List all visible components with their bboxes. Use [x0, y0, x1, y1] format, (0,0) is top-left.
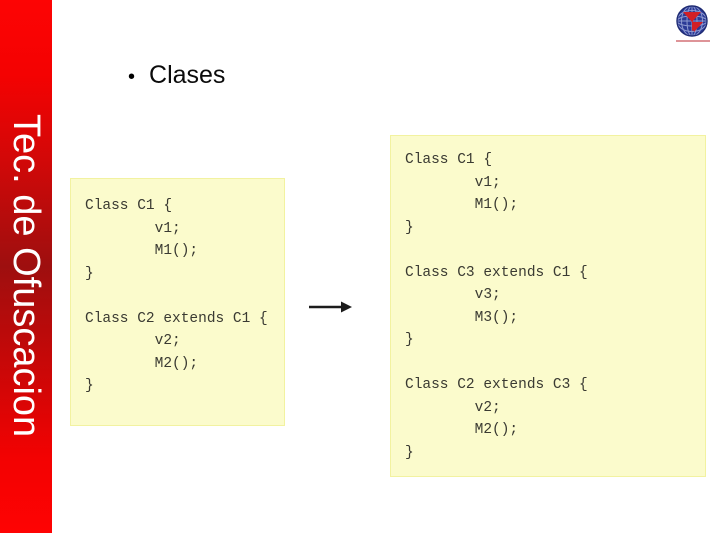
- code-line: v1;: [85, 220, 181, 237]
- slide-title: • Clases: [128, 60, 225, 90]
- bullet-glyph-icon: •: [128, 66, 136, 88]
- code-line: M2();: [405, 422, 519, 438]
- code-line: v1;: [405, 174, 501, 191]
- code-line: }: [405, 219, 414, 236]
- code-line: v2;: [405, 399, 501, 416]
- code-line: [405, 352, 705, 375]
- code-line: }: [405, 444, 414, 461]
- code-line: Class C2 extends C3 {: [405, 377, 588, 393]
- code-line: Class C2 extends C1 {: [85, 310, 268, 327]
- code-line: M3();: [405, 309, 519, 326]
- code-line: }: [85, 265, 94, 282]
- code-line: M1();: [85, 243, 199, 259]
- code-line: [85, 285, 284, 308]
- code-line: M1();: [405, 197, 519, 213]
- code-line: }: [405, 332, 414, 348]
- code-line: M2();: [85, 355, 199, 372]
- globe-logo-icon: [673, 2, 713, 44]
- code-line: Class C1 {: [85, 198, 173, 214]
- code-line: [405, 239, 705, 262]
- side-banner: Tec. de Ofuscacion: [0, 0, 52, 533]
- code-line: v3;: [405, 287, 501, 303]
- code-block-obfuscated: Class C1 { v1; M1();} Class C3 extends C…: [390, 135, 706, 477]
- code-line: v2;: [85, 333, 181, 349]
- code-block-original: Class C1 { v1; M1();} Class C2 extends C…: [70, 178, 285, 426]
- code-line: Class C3 extends C1 {: [405, 264, 588, 281]
- side-banner-title: Tec. de Ofuscacion: [5, 114, 47, 438]
- page-title: Clases: [149, 61, 226, 89]
- arrow-right-icon: [308, 292, 354, 322]
- code-line: }: [85, 378, 94, 394]
- code-line: Class C1 {: [405, 152, 493, 168]
